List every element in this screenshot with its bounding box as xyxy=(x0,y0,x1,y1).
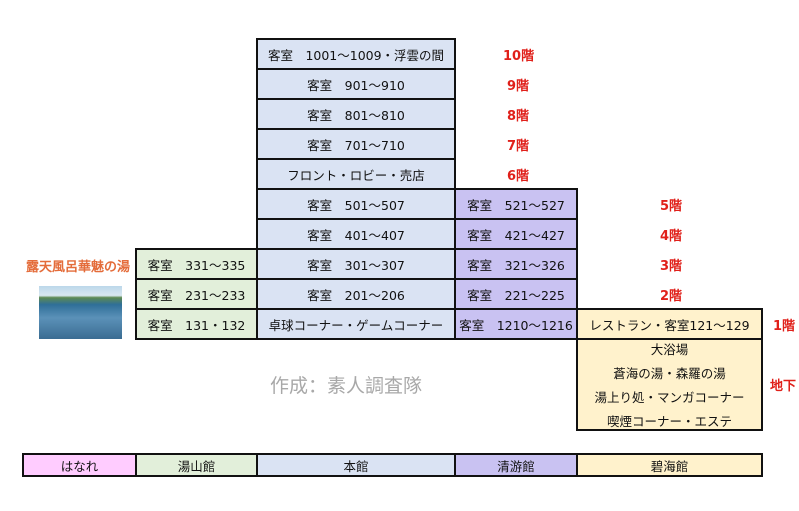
floor-label-2f: 2階 xyxy=(660,289,683,304)
honkan-2f: 客室 201～206 xyxy=(256,278,456,310)
legend-honkan: 本館 xyxy=(256,453,456,477)
seiyu-3f: 客室 321～326 xyxy=(454,248,578,280)
floor-label-7f: 7階 xyxy=(507,139,530,154)
onsen-photo xyxy=(39,286,122,339)
seiyu-1f: 客室 1210～1216 xyxy=(454,308,578,340)
floor-label-6f: 6階 xyxy=(507,169,530,184)
honkan-7f: 客室 701～710 xyxy=(256,128,456,160)
honkan-3f: 客室 301～307 xyxy=(256,248,456,280)
honkan-9f: 客室 901～910 xyxy=(256,68,456,100)
legend-hekikai: 碧海館 xyxy=(576,453,763,477)
basement-line: 蒼海の湯・森羅の湯 xyxy=(613,366,726,381)
honkan-8f: 客室 801～810 xyxy=(256,98,456,130)
honkan-5f: 客室 501～507 xyxy=(256,188,456,220)
floor-label-9f: 9階 xyxy=(507,79,530,94)
floor-label-1f: 1階 xyxy=(773,319,796,334)
floor-label-4f: 4階 xyxy=(660,229,683,244)
watermark: 作成：素人調査隊 xyxy=(270,375,423,397)
seiyu-4f: 客室 421～427 xyxy=(454,218,578,250)
seiyu-5f: 客室 521～527 xyxy=(454,188,578,220)
honkan-1f: 卓球コーナー・ゲームコーナー xyxy=(256,308,456,340)
basement-line: 湯上り処・マンガコーナー xyxy=(594,390,745,405)
honkan-10f: 客室 1001～1009・浮雲の間 xyxy=(256,38,456,70)
floor-label-10f: 10階 xyxy=(503,49,535,64)
onsen-label: 露天風呂華魅の湯 xyxy=(26,260,131,275)
honkan-4f: 客室 401～407 xyxy=(256,218,456,250)
hekikai-basement: 大浴場 蒼海の湯・森羅の湯 湯上り処・マンガコーナー 喫煙コーナー・エステ xyxy=(576,338,763,431)
yuyama-3f: 客室 331～335 xyxy=(135,248,258,280)
legend-seiyu: 清游館 xyxy=(454,453,578,477)
floor-label-8f: 8階 xyxy=(507,109,530,124)
hekikai-1f: レストラン・客室121～129 xyxy=(576,308,763,340)
basement-line: 大浴場 xyxy=(650,342,689,357)
legend-yuyama: 湯山館 xyxy=(135,453,258,477)
yuyama-1f: 客室 131・132 xyxy=(135,308,258,340)
floor-label-5f: 5階 xyxy=(660,199,683,214)
yuyama-2f: 客室 231～233 xyxy=(135,278,258,310)
floor-label-3f: 3階 xyxy=(660,259,683,274)
floor-label-basement: 地下 xyxy=(770,379,797,394)
legend-hanare: はなれ xyxy=(22,453,137,477)
seiyu-2f: 客室 221～225 xyxy=(454,278,578,310)
honkan-6f: フロント・ロビー・売店 xyxy=(256,158,456,190)
basement-line: 喫煙コーナー・エステ xyxy=(606,414,732,429)
